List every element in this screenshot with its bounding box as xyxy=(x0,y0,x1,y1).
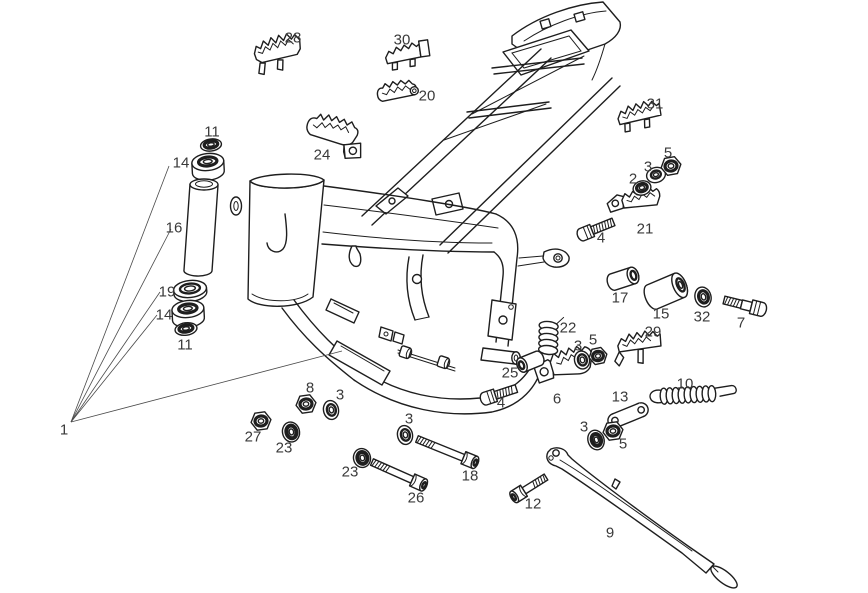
part-5-nut-mid xyxy=(588,346,608,366)
part-29-peg-rubber xyxy=(614,330,662,367)
part-22-spring xyxy=(537,316,565,356)
callout-leader-lines xyxy=(70,165,343,423)
part-label-14: 14 xyxy=(156,307,173,324)
part-label-25: 25 xyxy=(502,365,519,382)
part-3-washer-18 xyxy=(396,424,414,446)
part-5-nut-stand xyxy=(602,421,624,441)
part-4-bolt-lower xyxy=(479,383,519,406)
part-3-washer xyxy=(645,166,667,184)
part-label-14: 14 xyxy=(173,155,190,172)
part-label-9: 9 xyxy=(606,525,614,542)
part-20-footpeg xyxy=(376,79,420,102)
part-label-10: 10 xyxy=(677,376,694,393)
part-label-19: 19 xyxy=(159,284,176,301)
frame-pivot-area xyxy=(480,248,570,365)
part-label-7: 7 xyxy=(737,315,745,332)
part-label-23: 23 xyxy=(342,464,359,481)
part-label-13: 13 xyxy=(612,389,629,406)
part-label-5: 5 xyxy=(589,332,597,349)
part-label-15: 15 xyxy=(653,306,670,323)
part-label-4: 4 xyxy=(597,230,605,247)
part-8-nut xyxy=(295,394,317,414)
part-23-seal-right xyxy=(352,447,372,469)
part-3-washer-8 xyxy=(322,399,340,421)
part-label-3: 3 xyxy=(405,411,413,428)
leader-line xyxy=(70,228,172,423)
part-24-footpeg xyxy=(306,113,362,160)
part-label-3: 3 xyxy=(580,419,588,436)
part-label-22: 22 xyxy=(560,320,577,337)
part-label-4: 4 xyxy=(497,395,505,412)
frame-head-tube xyxy=(229,173,325,307)
leader-line xyxy=(70,291,161,423)
frame-down-tube-and-cradle xyxy=(281,254,545,415)
part-label-5: 5 xyxy=(664,145,672,162)
part-7-bolt xyxy=(722,295,768,317)
part-label-30: 30 xyxy=(394,32,411,49)
part-label-8: 8 xyxy=(306,380,314,397)
part-11-washer-top xyxy=(199,138,223,152)
part-11-washer-bottom xyxy=(174,321,198,337)
part-5-nut xyxy=(660,155,682,177)
part-label-26: 26 xyxy=(408,490,425,507)
leader-line xyxy=(70,314,158,423)
part-label-3: 3 xyxy=(336,387,344,404)
part-19-washer xyxy=(172,279,208,303)
leader-line xyxy=(70,350,343,423)
part-label-16: 16 xyxy=(166,220,183,237)
part-label-31: 31 xyxy=(647,96,664,113)
part-label-27: 27 xyxy=(245,429,262,446)
part-label-21: 21 xyxy=(637,221,654,238)
frame-main-spar xyxy=(321,185,519,347)
part-label-11: 11 xyxy=(177,337,193,354)
part-label-18: 18 xyxy=(462,468,479,485)
part-31-peg-rubber xyxy=(617,100,662,133)
part-4-bolt-upper xyxy=(576,217,616,242)
part-label-17: 17 xyxy=(612,290,629,307)
part-label-32: 32 xyxy=(694,309,711,326)
part-9-sidestand xyxy=(546,447,738,589)
part-label-1: 1 xyxy=(60,422,68,439)
part-32-bushing xyxy=(694,286,712,308)
part-18-bolt xyxy=(414,435,480,470)
part-15-roller xyxy=(643,272,689,310)
part-17-spacer xyxy=(606,266,640,291)
part-label-5: 5 xyxy=(619,436,627,453)
part-label-24: 24 xyxy=(314,147,331,164)
part-12-bolt xyxy=(509,473,549,504)
part-label-3: 3 xyxy=(574,338,582,355)
part-28-peg-rubber xyxy=(253,33,301,76)
part-label-2: 2 xyxy=(629,171,637,188)
part-label-28: 28 xyxy=(285,30,302,47)
part-30-peg-rubber xyxy=(384,39,431,71)
part-3-washer-stand xyxy=(587,429,605,451)
part-14-bearing-bottom xyxy=(171,299,206,329)
part-label-20: 20 xyxy=(419,88,436,105)
part-label-29: 29 xyxy=(645,324,662,341)
part-label-23: 23 xyxy=(276,440,293,457)
part-27-nut xyxy=(250,411,272,431)
part-26-bolt xyxy=(369,458,429,492)
part-label-3: 3 xyxy=(644,159,652,176)
part-label-6: 6 xyxy=(553,391,561,408)
part-2-washer xyxy=(632,180,652,196)
leader-line xyxy=(70,165,170,423)
part-25-roller xyxy=(516,350,545,373)
part-10-spring xyxy=(649,384,737,405)
part-16-spacer-tube xyxy=(183,178,219,277)
part-label-11: 11 xyxy=(204,124,220,141)
part-23-seal-left xyxy=(281,421,301,443)
part-label-12: 12 xyxy=(525,496,542,513)
